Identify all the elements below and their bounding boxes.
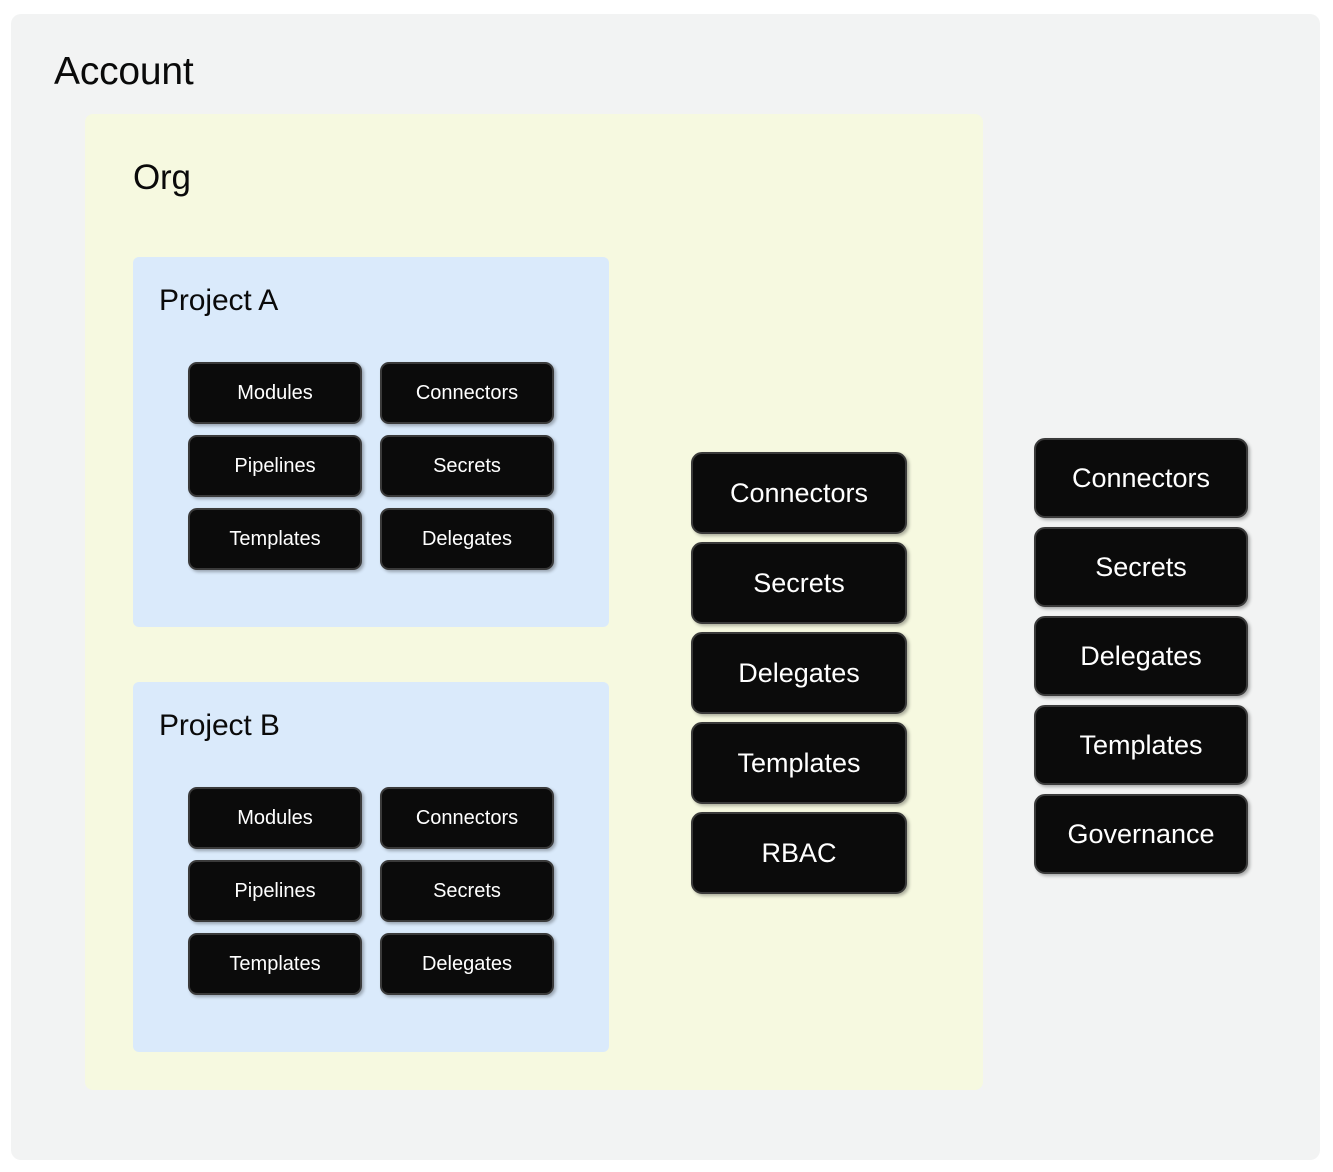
org-scope-title: Org: [133, 158, 191, 197]
project-b-resource-pipelines[interactable]: Pipelines: [188, 860, 362, 922]
account-resource-column: Connectors Secrets Delegates Templates G…: [1034, 438, 1248, 874]
project-a-resource-grid: Modules Connectors Pipelines Secrets Tem…: [188, 362, 554, 570]
project-b-resource-connectors[interactable]: Connectors: [380, 787, 554, 849]
account-resource-governance[interactable]: Governance: [1034, 794, 1248, 874]
project-a-panel: Project A Modules Connectors Pipelines S…: [133, 257, 609, 627]
org-resource-templates[interactable]: Templates: [691, 722, 907, 804]
project-b-title: Project B: [159, 709, 280, 742]
account-scope-title: Account: [54, 50, 194, 93]
org-resource-secrets[interactable]: Secrets: [691, 542, 907, 624]
project-b-resource-secrets[interactable]: Secrets: [380, 860, 554, 922]
project-b-resource-modules[interactable]: Modules: [188, 787, 362, 849]
org-resource-rbac[interactable]: RBAC: [691, 812, 907, 894]
org-scope-panel: Org Project A Modules Connectors Pipelin…: [85, 114, 983, 1090]
org-resource-column: Connectors Secrets Delegates Templates R…: [691, 452, 907, 894]
account-scope-panel: Account Org Project A Modules Connectors…: [11, 14, 1320, 1160]
project-a-resource-templates[interactable]: Templates: [188, 508, 362, 570]
project-a-resource-connectors[interactable]: Connectors: [380, 362, 554, 424]
project-a-resource-pipelines[interactable]: Pipelines: [188, 435, 362, 497]
account-resource-templates[interactable]: Templates: [1034, 705, 1248, 785]
project-a-resource-modules[interactable]: Modules: [188, 362, 362, 424]
project-a-resource-secrets[interactable]: Secrets: [380, 435, 554, 497]
account-resource-secrets[interactable]: Secrets: [1034, 527, 1248, 607]
project-b-resource-templates[interactable]: Templates: [188, 933, 362, 995]
project-a-resource-delegates[interactable]: Delegates: [380, 508, 554, 570]
org-resource-connectors[interactable]: Connectors: [691, 452, 907, 534]
account-resource-connectors[interactable]: Connectors: [1034, 438, 1248, 518]
project-a-title: Project A: [159, 284, 279, 317]
project-b-resource-delegates[interactable]: Delegates: [380, 933, 554, 995]
org-resource-delegates[interactable]: Delegates: [691, 632, 907, 714]
account-resource-delegates[interactable]: Delegates: [1034, 616, 1248, 696]
project-b-resource-grid: Modules Connectors Pipelines Secrets Tem…: [188, 787, 554, 995]
project-b-panel: Project B Modules Connectors Pipelines S…: [133, 682, 609, 1052]
